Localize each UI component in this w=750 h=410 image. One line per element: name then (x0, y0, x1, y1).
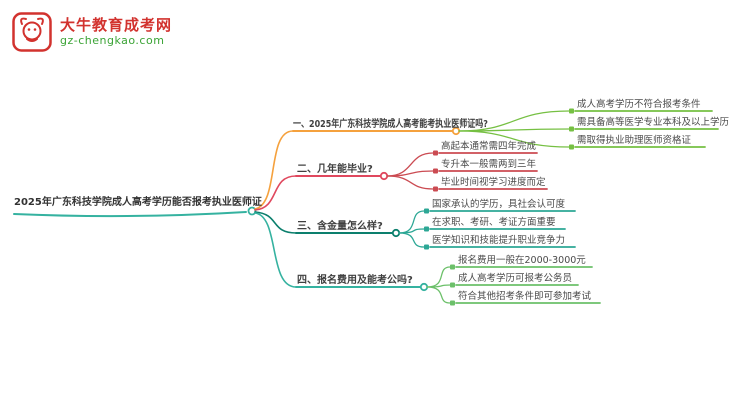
branch-4-child-1: 报名费用一般在2000-3000元 (458, 255, 586, 266)
central-underline (13, 211, 247, 218)
branch-4-child-3: 符合其他招考条件即可参加考试 (458, 291, 592, 302)
branch-1-child-3: 需取得执业助理医师资格证 (577, 135, 692, 146)
branch-2-child-2: 专升本一般需两到三年 (441, 159, 537, 170)
branch-1-child-1: 成人高考学历不符合报考条件 (577, 99, 701, 110)
branch-1-curve (254, 130, 294, 210)
logo-text: 大牛教育成考网 gz-chengkao.com (60, 16, 172, 47)
branch-3-endpoint (391, 228, 401, 238)
branch-1-label: 一、2025年广东科技学院成人高考能考执业医师证吗? (293, 119, 488, 130)
branch-3-label: 三、含金量怎么样? (297, 221, 383, 232)
branch-4-endpoint (419, 282, 429, 292)
branch-4-label: 四、报名费用及能考公吗? (297, 275, 413, 286)
site-name: 大牛教育成考网 (60, 16, 173, 35)
site-domain: gz-chengkao.com (60, 34, 165, 48)
branch-4-curve (254, 212, 297, 288)
branch-3-child-3: 医学知识和技能提升职业竞争力 (432, 235, 566, 246)
site-logo[interactable]: 大牛教育成考网 gz-chengkao.com (12, 12, 172, 52)
branch-2-child-1: 高起本通常需四年完成 (441, 141, 537, 152)
branch-2-label: 二、几年能毕业? (297, 164, 373, 175)
branch-4-child-2: 成人高考学历可报考公务员 (458, 273, 573, 284)
branch-3-child-1: 国家承认的学历，具社会认可度 (432, 199, 566, 210)
bull-logo-icon (12, 12, 52, 52)
branch-2-endpoint (379, 171, 389, 181)
central-endpoint (247, 206, 257, 216)
branch-2-child-3: 毕业时间视学习进度而定 (441, 177, 546, 188)
branch-2-curve (254, 175, 297, 211)
branch-3-child-2: 在求职、考研、考证方面重要 (432, 217, 556, 228)
central-topic: 2025年广东科技学院成人高考学历能否报考执业医师证 (14, 197, 262, 208)
branch-1-child-2: 需具备高等医学专业本科及以上学历 (577, 117, 730, 128)
branch-3-curve (254, 211, 297, 234)
